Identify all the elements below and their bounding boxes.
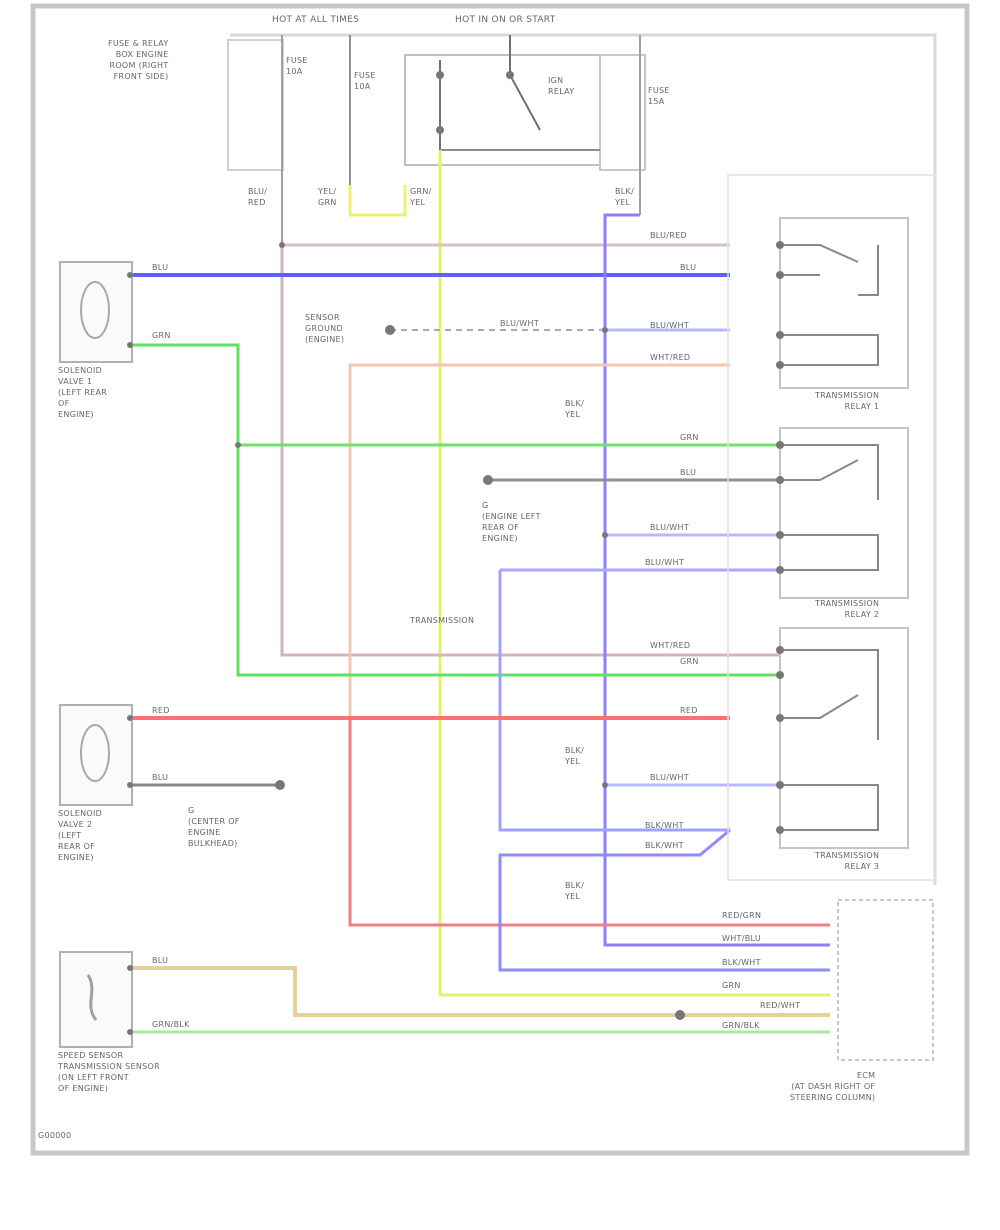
wire-label-w4: BLK/ YEL (615, 187, 635, 207)
wire-blu-speed (125, 966, 830, 1017)
wire-label-grn-4: GRN (722, 981, 741, 990)
wire-label-blu-1: BLU (152, 263, 169, 272)
wire-red-grn (348, 720, 830, 927)
relay-3-box (779, 627, 909, 849)
label-solenoid-2: SOLENOID VALVE 2 (LEFT REAR OF ENGINE) (58, 809, 103, 862)
fuse-box-outline (227, 39, 284, 171)
wire-blu-red-down (280, 245, 780, 657)
label-transmission-relay-1: TRANSMISSION RELAY 1 (815, 391, 880, 411)
label-fuse-b: FUSE 10A (354, 71, 376, 91)
right-panel-outline (727, 174, 936, 881)
label-hot-at-all-times: HOT AT ALL TIMES (272, 15, 360, 25)
label-solenoid-1: SOLENOID VALVE 1 (LEFT REAR OF ENGINE) (58, 366, 108, 419)
wire-label-red-grn: RED/GRN (722, 911, 762, 920)
wire-label-blu-wht-b: BLU/WHT (650, 321, 690, 330)
wire-grn-1 (125, 343, 780, 677)
relay-1-coil (780, 334, 879, 366)
relay-3-coil (780, 784, 879, 831)
label-figure-id: G00000 (38, 1131, 72, 1140)
label-sensor-ground: SENSOR GROUND (ENGINE) (305, 313, 345, 344)
label-fuse-relay-box: FUSE & RELAY BOX ENGINE ROOM (RIGHT FRON… (108, 39, 169, 81)
wire-label-grn-blk-2: GRN/BLK (152, 1020, 190, 1029)
wire-label-wht-blu: WHT/BLU (722, 934, 762, 943)
relay-switch (509, 35, 541, 131)
label-transmission-relay-3: TRANSMISSION RELAY 3 (815, 851, 880, 871)
wire-label-w2: YEL/ GRN (318, 187, 337, 207)
label-ground-g: G (ENGINE LEFT REAR OF ENGINE) (482, 501, 541, 543)
wire-label-blk-wht-3: BLK/WHT (722, 958, 761, 967)
relay-2-switch (780, 444, 879, 500)
relay-1-switch (780, 244, 879, 296)
relay-2-coil (780, 534, 879, 571)
wire-blk-wht (498, 828, 830, 972)
label-fuse-a: FUSE 10A (286, 56, 308, 76)
wire-label-blk-yel-mid: BLK/ YEL (565, 399, 585, 419)
wire-label-red-2: RED (680, 706, 698, 715)
wire-label-w1: BLU/ RED (248, 187, 268, 207)
speed-sensor-icon (59, 951, 133, 1048)
wire-wht-red (348, 363, 830, 927)
wire-grn-yel (438, 150, 830, 997)
wire-label-grn-3: GRN (680, 657, 699, 666)
wire-label-blu-1b: BLU (680, 263, 697, 272)
wire-label-w3: GRN/ YEL (410, 187, 432, 207)
wire-label-grn-blk: GRN/BLK (722, 1021, 760, 1030)
wire-label-blu-wht-4: BLU/WHT (650, 773, 690, 782)
relay-2-box (779, 427, 909, 599)
wire-label-blk: BLU (680, 468, 697, 477)
wire-label-blk-sol2: BLU (152, 773, 169, 782)
solenoid-2-icon (59, 704, 133, 806)
ign-relay-outline (404, 54, 601, 166)
wire-label-blu-red-top: BLU/RED (650, 231, 687, 240)
wire-label-red-1: RED (152, 706, 170, 715)
wire-label-wht-red-2: WHT/RED (650, 641, 691, 650)
wire-blu-wht-3-down (498, 570, 730, 832)
ecm-box (837, 899, 934, 1061)
label-speed-sensor: SPEED SENSOR TRANSMISSION SENSOR (ON LEF… (58, 1051, 161, 1093)
label-transmission-relay-2: TRANSMISSION RELAY 2 (815, 599, 880, 619)
wire-blk-yel-vertical (603, 213, 830, 947)
label-hot-in-on-or-start: HOT IN ON OR START (455, 15, 556, 25)
wire-label-red-wht: RED/WHT (760, 1001, 801, 1010)
outer-frame (30, 3, 970, 1156)
label-ground-g2: G (CENTER OF ENGINE BULKHEAD) (188, 806, 240, 848)
wire-label-blk-wht-2: BLK/WHT (645, 841, 684, 850)
wire-label-blu-wht: BLU/WHT (500, 319, 540, 328)
wire-label-blu-wht-3: BLU/WHT (645, 558, 685, 567)
label-ign-relay: IGN RELAY (548, 76, 575, 96)
label-fuse-c: FUSE 15A (648, 86, 670, 106)
label-ecm: ECM (AT DASH RIGHT OF STEERING COLUMN) (790, 1071, 876, 1102)
label-center-note: TRANSMISSION (410, 616, 475, 625)
wire-label-blk-yel-lower: BLK/ YEL (565, 746, 585, 766)
wire-label-blk-wht-1: BLK/WHT (645, 821, 684, 830)
wire-label-grn-2: GRN (680, 433, 699, 442)
wire-label-blu-wht-2: BLU/WHT (650, 523, 690, 532)
relay-1-box (779, 217, 909, 389)
wire-label-blk-yel-bot: BLK/ YEL (565, 881, 585, 901)
wire-label-blu-bot: BLU (152, 956, 169, 965)
solenoid-1-icon (59, 261, 133, 363)
wire-label-grn-1: GRN (152, 331, 171, 340)
fuse-c-outline (599, 54, 646, 171)
wire-yel-grn (348, 185, 407, 217)
wire-label-wht-red: WHT/RED (650, 353, 691, 362)
relay-3-switch (780, 649, 879, 740)
